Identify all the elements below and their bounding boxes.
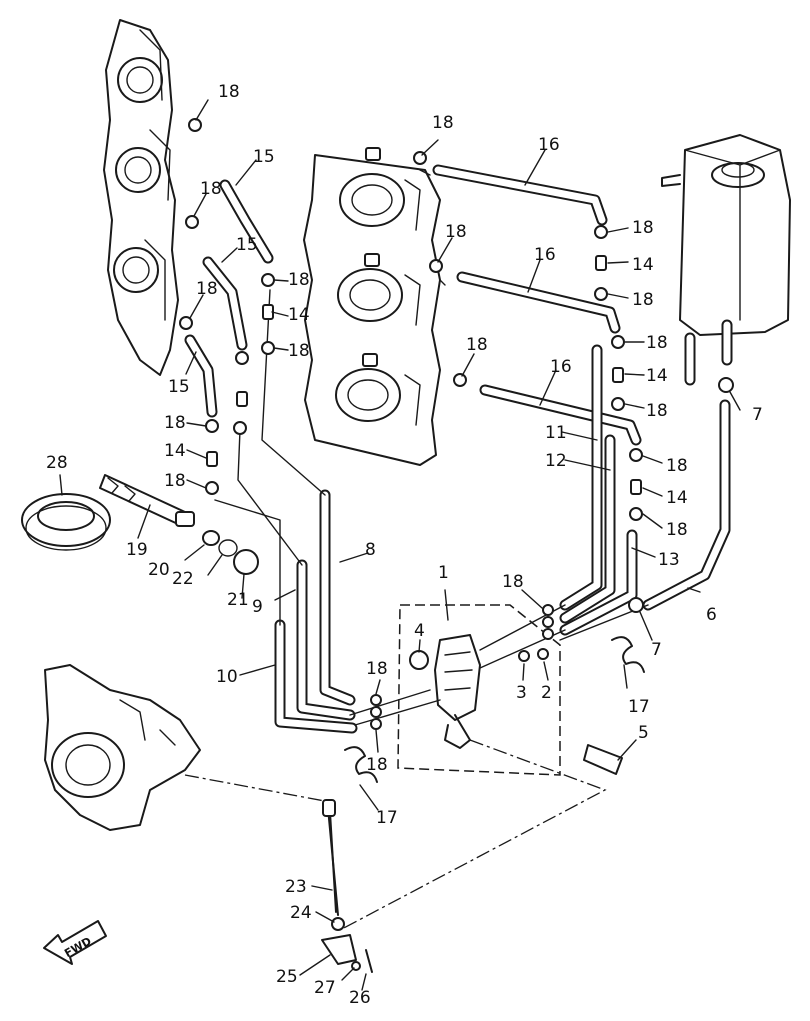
callout-8: 8 <box>365 540 376 560</box>
callout-15b: 15 <box>236 235 258 255</box>
callout-10: 10 <box>216 667 238 687</box>
callout-18l: 18 <box>632 290 654 310</box>
callout-6: 6 <box>706 605 717 625</box>
callout-14a: 14 <box>288 305 310 325</box>
callout-14d: 14 <box>646 366 668 386</box>
link-rod-assembly <box>184 739 607 973</box>
callout-18s: 18 <box>366 755 388 775</box>
callout-20: 20 <box>148 560 170 580</box>
fwd-arrow-icon: FWD <box>43 920 107 965</box>
callout-18b: 18 <box>200 179 222 199</box>
callout-18p: 18 <box>666 520 688 540</box>
callout-18c: 18 <box>196 279 218 299</box>
callout-3: 3 <box>516 683 527 703</box>
callout-1: 1 <box>438 563 449 583</box>
callout-18j: 18 <box>164 471 186 491</box>
callout-26: 26 <box>349 988 371 1008</box>
callout-17b: 17 <box>376 808 398 828</box>
callout-14e: 14 <box>666 488 688 508</box>
callout-21: 21 <box>227 590 249 610</box>
callout-labels: 1 2 3 4 5 6 7 7 8 9 10 11 12 13 14 14 14… <box>46 82 763 1008</box>
callout-19: 19 <box>126 540 148 560</box>
callout-18r: 18 <box>366 659 388 679</box>
callout-18d: 18 <box>432 113 454 133</box>
callout-4: 4 <box>414 621 425 641</box>
callout-16a: 16 <box>538 135 560 155</box>
oil-tank <box>661 134 791 386</box>
callout-18f: 18 <box>466 335 488 355</box>
callout-18g: 18 <box>288 270 310 290</box>
callout-27: 27 <box>314 978 336 998</box>
callout-5: 5 <box>638 723 649 743</box>
callout-7b: 7 <box>651 640 662 660</box>
callout-18a: 18 <box>218 82 240 102</box>
callout-15c: 15 <box>168 377 190 397</box>
callout-14c: 14 <box>632 255 654 275</box>
callout-9: 9 <box>252 597 263 617</box>
callout-14b: 14 <box>164 441 186 461</box>
gear-shaft-parts <box>21 474 259 575</box>
callout-17a: 17 <box>628 697 650 717</box>
callout-11: 11 <box>545 423 567 443</box>
callout-18m: 18 <box>646 333 668 353</box>
callout-28: 28 <box>46 453 68 473</box>
callout-18n: 18 <box>646 401 668 421</box>
callout-18k: 18 <box>632 218 654 238</box>
callout-24: 24 <box>290 903 312 923</box>
callout-22: 22 <box>172 569 194 589</box>
callout-18o: 18 <box>666 456 688 476</box>
callout-16b: 16 <box>534 245 556 265</box>
callout-13: 13 <box>658 550 680 570</box>
callout-18q: 18 <box>502 572 524 592</box>
hoses <box>184 164 731 734</box>
callout-18e: 18 <box>445 222 467 242</box>
leader-lines <box>59 99 741 991</box>
callout-18h: 18 <box>288 341 310 361</box>
oil-pump-assembly <box>397 604 623 776</box>
callout-25: 25 <box>276 967 298 987</box>
intake-manifold <box>303 147 441 466</box>
crankcase-fragment <box>44 664 201 831</box>
callout-2: 2 <box>541 683 552 703</box>
callout-15a: 15 <box>253 147 275 167</box>
callout-7a: 7 <box>752 405 763 425</box>
callout-23: 23 <box>285 877 307 897</box>
callout-18i: 18 <box>164 413 186 433</box>
callout-12: 12 <box>545 451 567 471</box>
callout-16c: 16 <box>550 357 572 377</box>
left-intake-plate <box>103 19 179 376</box>
